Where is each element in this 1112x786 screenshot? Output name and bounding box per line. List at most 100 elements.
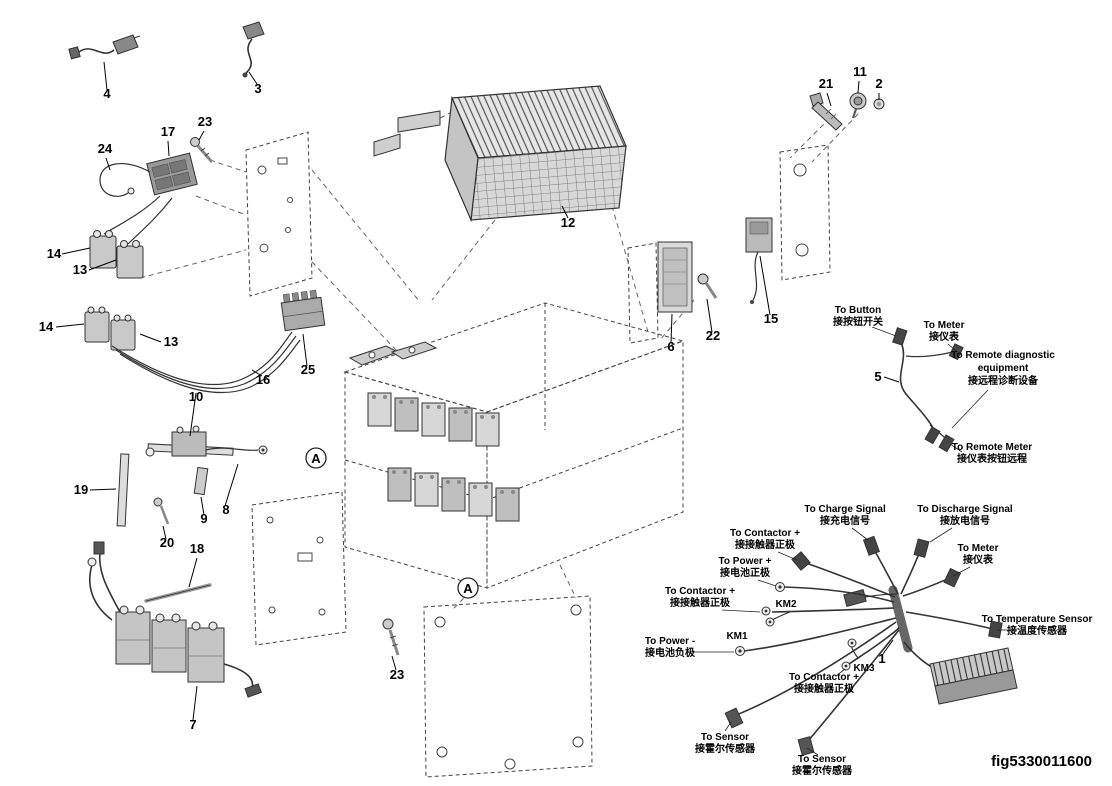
nut-2	[873, 98, 885, 110]
harness-5	[892, 327, 964, 453]
callout-23-upper: 23	[198, 114, 212, 129]
callout-25: 25	[301, 362, 315, 377]
mounting-panel-right	[779, 144, 831, 281]
label-charge-en: To Charge Signal	[804, 504, 886, 515]
module-15	[745, 217, 773, 304]
harness-5-labels: To Button 接按钮开关 To Meter 接仪表 To Remote d…	[833, 305, 1055, 465]
section-marker-a-2-label: A	[463, 581, 473, 596]
label-meter1-en: To Meter	[958, 543, 999, 554]
label-power-minus-en: To Power -	[645, 636, 695, 647]
screw-23-lower	[382, 618, 400, 656]
callout-10: 10	[189, 389, 203, 404]
battery-cells-lower	[387, 467, 520, 522]
callout-1: 1	[878, 651, 885, 666]
label-sensor-b-en: To Sensor	[798, 754, 846, 765]
callout-6: 6	[667, 339, 674, 354]
callout-16: 16	[256, 372, 270, 387]
plate-9	[193, 466, 209, 496]
label-power-plus-zh: 接电池正极	[720, 566, 771, 579]
callout-11: 11	[853, 64, 867, 79]
label-to-button-en: To Button	[835, 305, 881, 316]
label-power-minus-zh: 接电池负极	[645, 646, 696, 659]
callout-9: 9	[200, 511, 207, 526]
label-contactor-km2-en: To Contactor +	[665, 586, 735, 597]
label-km3: KM3	[853, 663, 875, 674]
screw-22	[697, 273, 718, 299]
label-contactor-km2-zh: 接接触器正极	[670, 596, 731, 609]
section-marker-a-1-label: A	[311, 451, 321, 466]
mounting-panel-bottom	[423, 595, 593, 778]
label-charge-zh: 接充电信号	[820, 514, 870, 527]
pcb-6	[657, 241, 693, 313]
cap-11	[849, 92, 867, 119]
callout-17: 17	[161, 124, 175, 139]
callout-7: 7	[189, 717, 196, 732]
label-leader-lines	[692, 326, 1008, 756]
mounting-panel-upper-left	[245, 131, 313, 297]
label-contactor-a-en: To Contactor +	[730, 528, 800, 539]
label-sensor-b-zh: 接霍尔传感器	[792, 764, 853, 777]
label-remote-diag-en2: equipment	[978, 363, 1029, 374]
construction-lines	[139, 111, 859, 611]
callout-8: 8	[222, 502, 229, 517]
label-discharge-zh: 接放电信号	[940, 514, 990, 527]
callout-12: 12	[561, 215, 575, 230]
label-remote-meter-en: To Remote Meter	[952, 442, 1032, 453]
cable-3	[242, 21, 265, 78]
cable-4	[68, 34, 141, 60]
callout-2: 2	[875, 76, 882, 91]
label-to-button-zh: 接按钮开关	[833, 315, 883, 328]
label-km2: KM2	[775, 599, 797, 610]
mounting-panel-lower-left	[251, 491, 347, 646]
callout-18: 18	[190, 541, 204, 556]
callout-labels: 4 3 24 17 23 14 13 14 13 16 25 10 19 20 …	[39, 64, 886, 732]
callout-14-lower: 14	[39, 319, 54, 334]
callout-14-upper: 14	[47, 246, 62, 261]
label-power-plus-en: To Power +	[719, 556, 772, 567]
contactor-group-7	[87, 541, 262, 698]
busbar-assembly-10	[145, 425, 234, 457]
wire-bundle-16	[111, 331, 301, 393]
label-temp-sensor-zh: 接温度传感器	[1007, 624, 1068, 637]
relay-pair-lower	[84, 306, 136, 351]
label-km1: KM1	[726, 631, 748, 642]
callout-15: 15	[764, 311, 778, 326]
screw-23-upper	[190, 137, 214, 163]
callout-22: 22	[706, 328, 720, 343]
callout-19: 19	[74, 482, 88, 497]
label-sensor-a-en: To Sensor	[701, 732, 749, 743]
label-remote-diag-en: To Remote diagnostic	[951, 350, 1055, 361]
rod-18	[144, 583, 212, 603]
callout-20: 20	[160, 535, 174, 550]
callout-23-lower: 23	[390, 667, 404, 682]
label-discharge-en: To Discharge Signal	[917, 504, 1013, 515]
label-contactor-km3-en: To Contactor +	[789, 672, 859, 683]
callout-5: 5	[874, 369, 881, 384]
callout-13-lower: 13	[164, 334, 178, 349]
relay-pair-upper	[89, 195, 173, 279]
label-meter1-zh: 接仪表	[963, 553, 994, 566]
label-contactor-km3-zh: 接接触器正极	[794, 682, 855, 695]
edge-connector	[929, 647, 1018, 705]
label-temp-sensor-en: To Temperature Sensor	[982, 614, 1093, 625]
label-remote-diag-zh: 接远程诊断设备	[968, 374, 1039, 387]
label-remote-meter-zh: 接仪表按钮远程	[957, 452, 1027, 465]
harness-1-labels: To Charge Signal 接充电信号 To Discharge Sign…	[645, 504, 1093, 777]
leader-lines	[55, 61, 900, 721]
callout-3: 3	[254, 81, 261, 96]
label-sensor-a-zh: 接霍尔传感器	[695, 742, 756, 755]
battery-box	[343, 302, 685, 589]
connector-17	[146, 152, 198, 196]
bolt-21	[809, 92, 843, 131]
strip-19	[116, 453, 130, 527]
battery-cells-upper	[367, 392, 500, 447]
screw-20	[153, 497, 170, 525]
section-marker-a-1: A	[305, 447, 327, 469]
mounting-panel-small-mid	[627, 242, 659, 344]
section-marker-a-2: A	[457, 577, 479, 599]
label-contactor-a-zh: 接接触器正极	[735, 538, 796, 551]
label-to-meter5-en: To Meter	[924, 320, 965, 331]
callout-13-upper: 13	[73, 262, 87, 277]
callout-24: 24	[98, 141, 113, 156]
